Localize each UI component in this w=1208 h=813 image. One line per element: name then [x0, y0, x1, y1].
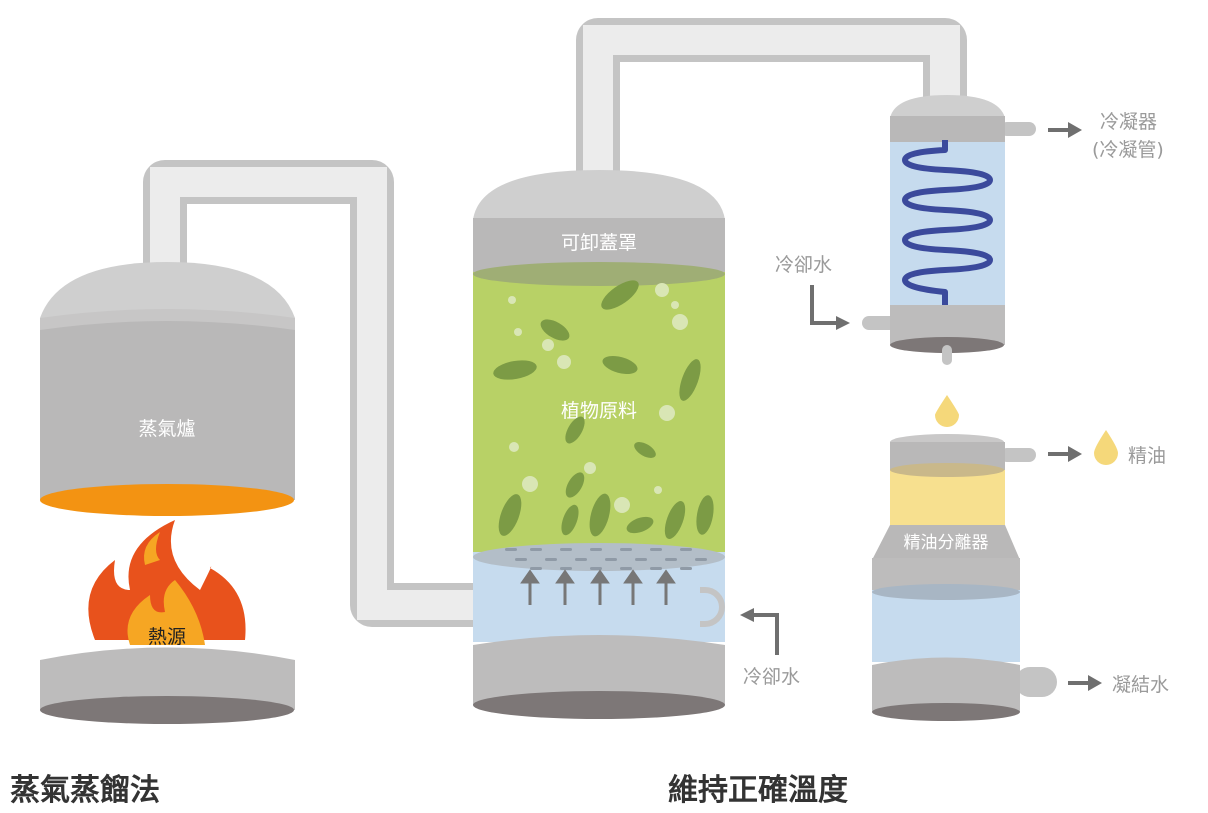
condenser-label: 冷凝器	[1100, 111, 1157, 133]
cooling-water-bottom-arrow-icon	[740, 608, 779, 655]
oil-drop-icon	[1094, 430, 1118, 465]
plant-material-label: 植物原料	[561, 400, 637, 422]
oil-drop-icon	[935, 395, 959, 427]
cooling-water-top-label: 冷卻水	[775, 254, 832, 276]
coil-icon	[902, 140, 993, 305]
cooling-water-bottom-label: 冷卻水	[743, 666, 800, 688]
essential-oil-label: 精油	[1128, 445, 1166, 467]
bubbles	[508, 283, 688, 513]
condenser	[862, 95, 1036, 365]
leaves	[493, 280, 714, 539]
fire-icon	[88, 520, 246, 645]
pipe-u-bend	[700, 587, 725, 627]
condenser-sub-label: (冷凝管)	[1092, 139, 1164, 161]
title-right: 維持正確溫度	[668, 773, 848, 808]
heat-source-label: 熱源	[148, 626, 186, 648]
steam-up-arrows	[520, 569, 676, 605]
boiler-label: 蒸氣爐	[138, 418, 195, 440]
oil-separator: 精油分離器	[872, 434, 1057, 721]
title-left: 蒸氣蒸餾法	[10, 773, 160, 808]
distillation-column: 可卸蓋罩 植物原料	[473, 170, 725, 719]
cooling-water-in-arrow-icon	[810, 285, 850, 330]
separator-label: 精油分離器	[904, 533, 989, 553]
boiler: 蒸氣爐	[40, 262, 295, 516]
heat-base: 熱源	[40, 626, 295, 724]
steam-plate	[505, 548, 707, 570]
arrow-right-icon	[1048, 446, 1082, 462]
steam-pipe-2	[576, 18, 967, 175]
condensed-water-label: 凝結水	[1112, 674, 1169, 696]
lid-label: 可卸蓋罩	[561, 232, 637, 254]
arrow-right-icon	[1048, 122, 1082, 138]
arrow-right-icon	[1068, 675, 1102, 691]
